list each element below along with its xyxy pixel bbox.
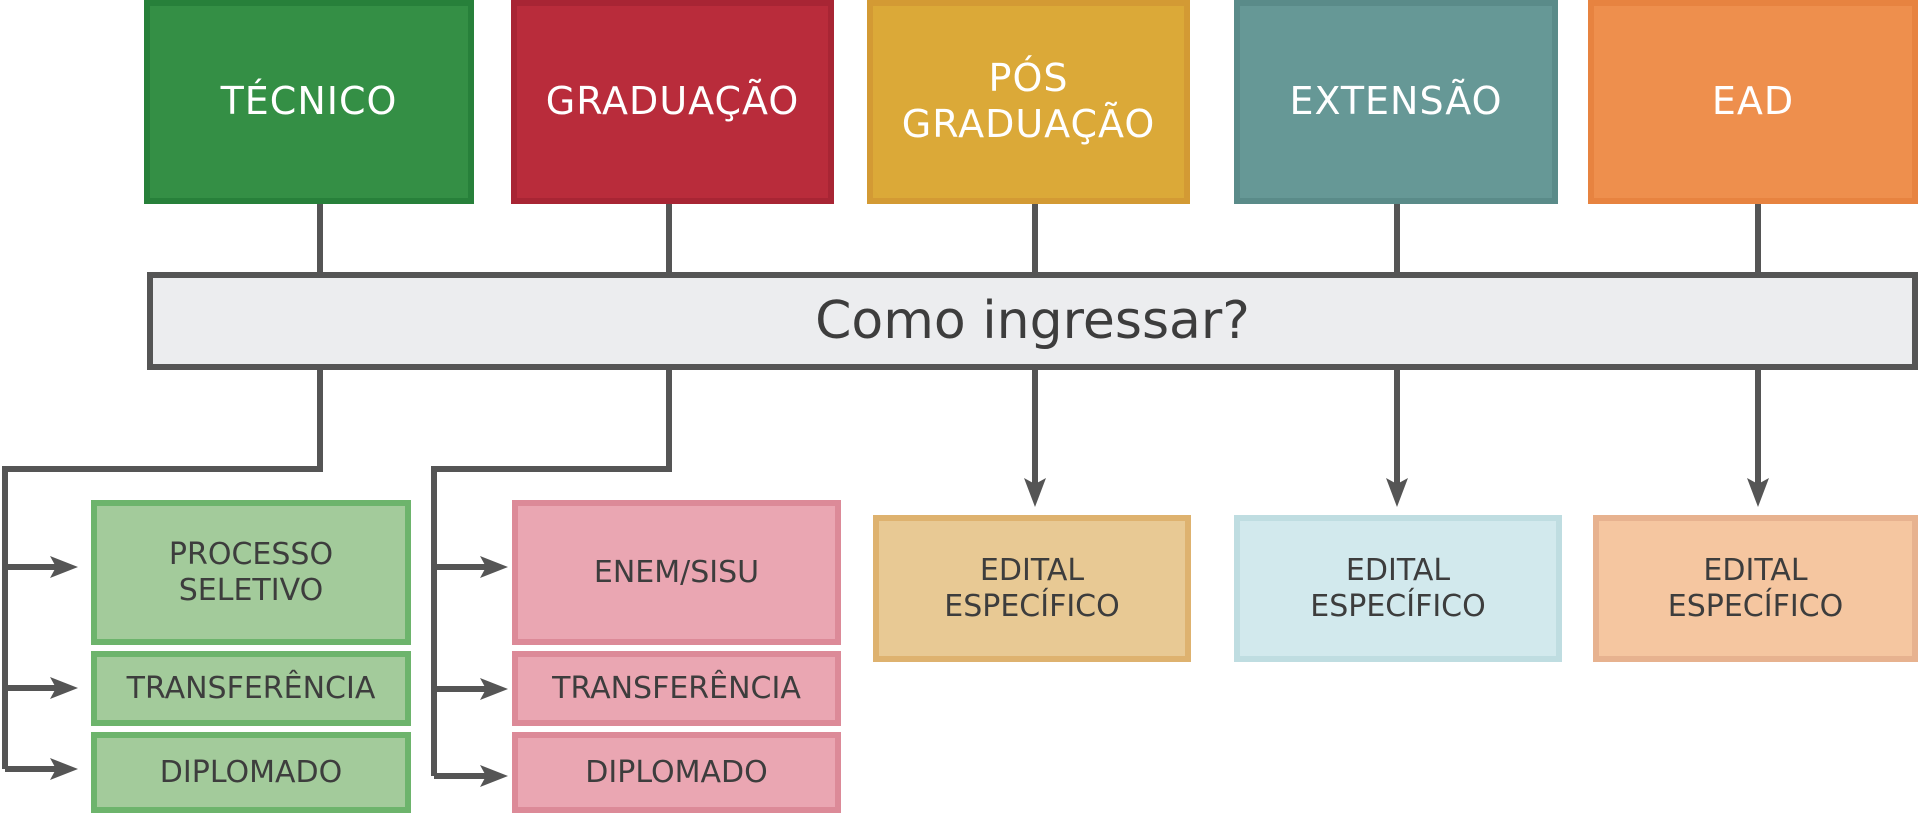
- option-transferencia-graduacao: TRANSFERÊNCIA: [512, 651, 841, 726]
- arrow-icon: [1747, 478, 1769, 507]
- option-transferencia-tecnico: TRANSFERÊNCIA: [91, 651, 411, 726]
- arrow-icon: [50, 556, 78, 578]
- level-tecnico: TÉCNICO: [144, 0, 474, 204]
- level-graduacao: GRADUAÇÃO: [511, 0, 834, 204]
- option-edital-extensao: EDITAL ESPECÍFICO: [1234, 515, 1562, 662]
- level-pos-graduacao: PÓS GRADUAÇÃO: [867, 0, 1190, 204]
- arrow-icon: [1024, 478, 1046, 507]
- level-extensao: EXTENSÃO: [1234, 0, 1558, 204]
- arrow-icon: [480, 678, 508, 700]
- arrow-icon: [50, 677, 78, 699]
- central-question: Como ingressar?: [147, 272, 1918, 370]
- level-ead: EAD: [1588, 0, 1918, 204]
- arrow-icon: [480, 765, 508, 787]
- option-edital-pos: EDITAL ESPECÍFICO: [873, 515, 1191, 662]
- option-diplomado-graduacao: DIPLOMADO: [512, 732, 841, 813]
- arrow-icon: [50, 758, 78, 780]
- option-diplomado-tecnico: DIPLOMADO: [91, 732, 411, 813]
- option-enem-sisu: ENEM/SISU: [512, 500, 841, 645]
- option-edital-ead: EDITAL ESPECÍFICO: [1593, 515, 1918, 662]
- arrow-icon: [480, 556, 508, 578]
- arrow-icon: [1386, 478, 1408, 507]
- option-processo-seletivo: PROCESSO SELETIVO: [91, 500, 411, 645]
